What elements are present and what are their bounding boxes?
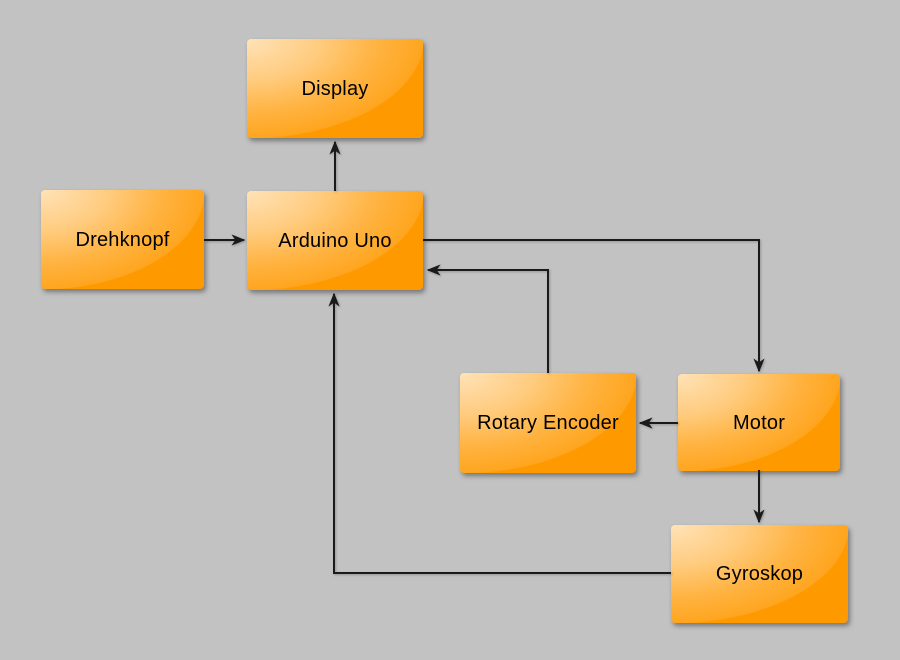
edge-rotary-encoder-to-arduino [426, 264, 549, 373]
node-rotary-encoder: Rotary Encoder [460, 373, 636, 473]
node-rotary-encoder-label: Rotary Encoder [477, 412, 619, 434]
node-display-label: Display [301, 77, 369, 100]
node-display: Display [247, 39, 423, 138]
node-arduino-uno-label: Arduino Uno [278, 229, 392, 252]
node-motor-label: Motor [732, 411, 786, 434]
node-drehknopf-label: Drehknopf [75, 228, 170, 251]
node-motor: Motor [678, 374, 840, 471]
node-drehknopf: Drehknopf [41, 190, 204, 289]
node-gyroskop: Gyroskop [671, 525, 848, 623]
node-arduino-uno: Arduino Uno [247, 191, 423, 290]
node-gyroskop-label: Gyroskop [715, 563, 804, 585]
edge-arduino-to-motor [423, 239, 765, 373]
